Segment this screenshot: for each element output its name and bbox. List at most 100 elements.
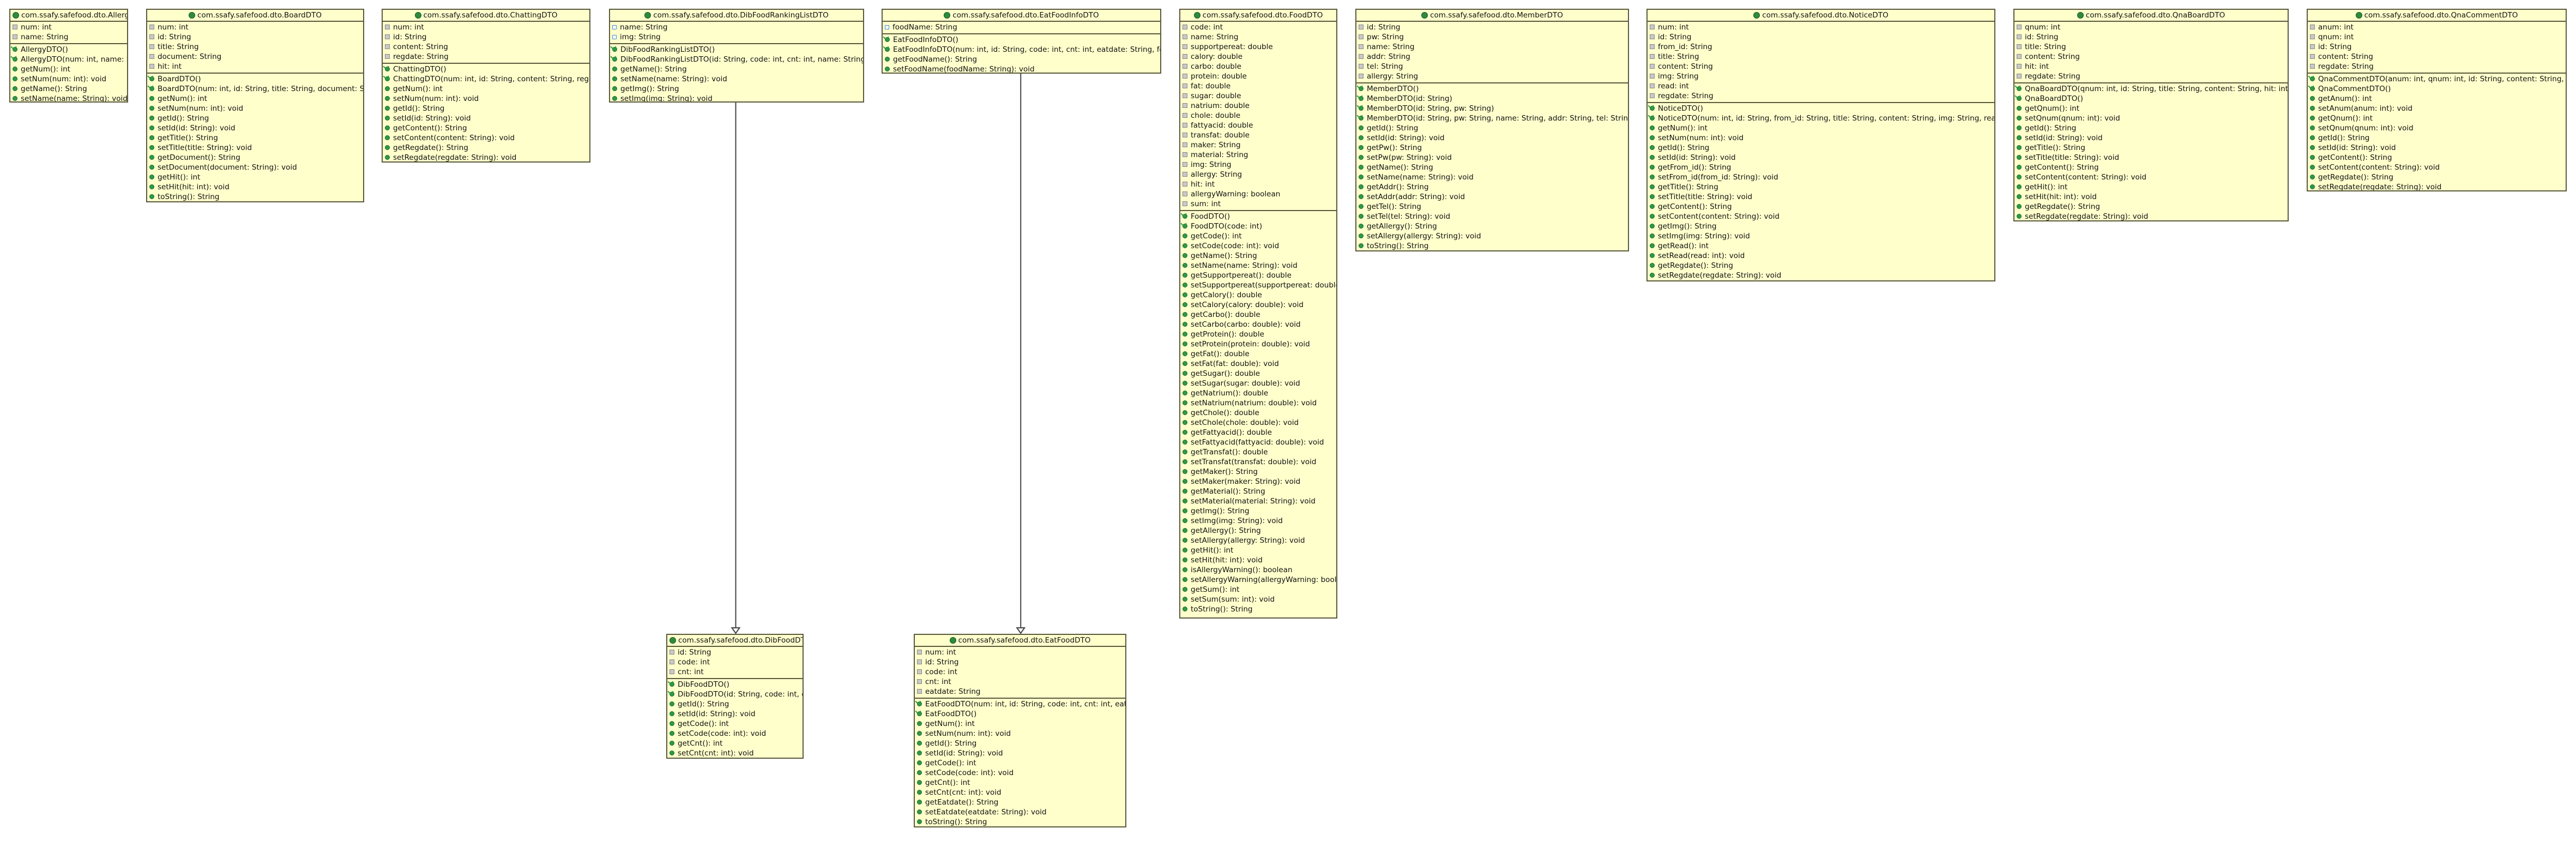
public-method-icon [1183,273,1187,278]
attribute-text: read: int [1658,82,1689,91]
attribute-text: title: String [158,43,199,51]
operation-row: getQnum(): int [2014,104,2288,113]
operation-text: getId(): String [925,739,977,748]
operation-text: setId(id: String): void [1367,134,1445,142]
operation-row: getNatrium(): double [1180,388,1336,398]
constructor-icon [149,86,154,91]
attribute-text: regdate: String [2318,62,2374,71]
operations-compartment: QnaCommentDTO(anum: int, qnum: int, id: … [2308,74,2566,190]
attribute-text: qnum: int [2318,33,2354,41]
operation-text: getContent(): String [2318,153,2392,162]
operation-row: setContent(content: String): void [383,133,589,143]
operation-text: getImg(): String [1191,507,1250,515]
attribute-text: allergy: String [1367,72,1419,81]
public-method-icon [1183,371,1187,376]
public-method-icon [917,731,922,736]
operation-row: setSugar(sugar: double): void [1180,379,1336,388]
operations-compartment: QnaBoardDTO(qnum: int, id: String, title… [2014,83,2288,220]
attribute-text: regdate: String [2025,72,2080,81]
attribute-row: sum: int [1180,199,1336,209]
generalization-arrowhead [731,627,741,634]
class-title: com.ssafy.safefood.dto.NoticeDTO [1648,10,1994,22]
class-name: com.ssafy.safefood.dto.FoodDTO [1202,11,1323,20]
operation-row: setFoodName(foodName: String): void [883,64,1160,73]
operation-text: AllergyDTO(num: int, name: String) [21,55,127,64]
operation-text: setHit(hit: int): void [158,183,230,191]
class-name: com.ssafy.safefood.dto.AllergyDTO [21,11,127,20]
attribute-text: maker: String [1191,141,1241,149]
attribute-row: id: String [915,657,1125,667]
private-field-icon [1650,74,1655,79]
operation-text: setFattyacid(fattyacid: double): void [1191,438,1324,447]
attribute-text: allergy: String [1191,170,1242,179]
operation-row: BoardDTO(num: int, id: String, title: St… [147,84,363,94]
attribute-row: eatdate: String [915,687,1125,697]
operation-text: getFattyacid(): double [1191,428,1272,437]
public-method-icon [917,721,922,726]
constructor-icon [385,76,390,81]
constructor-icon [13,57,17,62]
class-name: com.ssafy.safefood.dto.MemberDTO [1430,11,1563,20]
operation-text: setRead(read: int): void [1658,251,1745,260]
operation-text: EatFoodInfoDTO() [893,35,958,44]
attribute-row: cnt: int [667,667,803,677]
operation-row: setRegdate(regdate: String): void [2308,182,2566,190]
operation-text: getCarbo(): double [1191,310,1260,319]
private-field-icon [2310,54,2315,59]
operation-text: getId(): String [1658,143,1710,152]
attribute-row: regdate: String [2014,71,2288,81]
operation-text: setHit(hit: int): void [1191,556,1263,565]
operation-row: setChole(chole: double): void [1180,418,1336,428]
operation-row: getCarbo(): double [1180,310,1336,320]
private-field-icon [149,44,154,49]
attribute-text: supportpereat: double [1191,43,1273,51]
operation-text: ChattingDTO() [393,65,447,74]
operation-row: setContent(content: String): void [1648,212,1994,221]
operation-row: getContent(): String [2014,163,2288,172]
operation-text: setSugar(sugar: double): void [1191,379,1300,388]
attribute-text: title: String [2025,43,2066,51]
class-title: com.ssafy.safefood.dto.MemberDTO [1356,10,1628,22]
operation-text: getPw(): String [1367,143,1422,152]
operation-text: getSugar(): double [1191,369,1260,378]
public-method-icon [612,76,617,81]
attribute-row: img: String [1648,71,1994,81]
public-method-icon [669,741,674,746]
public-method-icon [2310,175,2315,179]
operation-text: getId(): String [2025,124,2077,133]
public-method-icon [1650,224,1655,229]
public-method-icon [13,67,17,71]
class-box-dib-food-ranking-list-dto[interactable]: com.ssafy.safefood.dto.DibFoodRankingLis… [609,9,864,103]
attribute-row: name: String [1180,32,1336,42]
constructor-icon [1650,116,1655,121]
operation-text: getFoodName(): String [893,55,978,64]
operation-text: setQnum(qnum: int): void [2318,124,2414,133]
public-method-icon [149,175,154,179]
operation-row: setRegdate(regdate: String): void [2014,212,2288,220]
public-method-icon [2310,125,2315,130]
operation-row: setTel(tel: String): void [1356,212,1628,221]
attribute-row: content: String [2308,52,2566,62]
attribute-text: allergyWarning: boolean [1191,190,1281,199]
public-method-icon [385,145,390,150]
operations-compartment: EatFoodDTO(num: int, id: String, code: i… [915,699,1125,826]
operation-row: getProtein(): double [1180,329,1336,339]
public-method-icon [1650,233,1655,238]
class-box-allergy-dto[interactable]: com.ssafy.safefood.dto.AllergyDTOnum: in… [9,9,128,103]
attribute-text: cnt: int [925,677,951,686]
operation-text: setAddr(addr: String): void [1367,193,1465,201]
public-method-icon [1650,125,1655,130]
class-title: com.ssafy.safefood.dto.AllergyDTO [10,10,127,22]
